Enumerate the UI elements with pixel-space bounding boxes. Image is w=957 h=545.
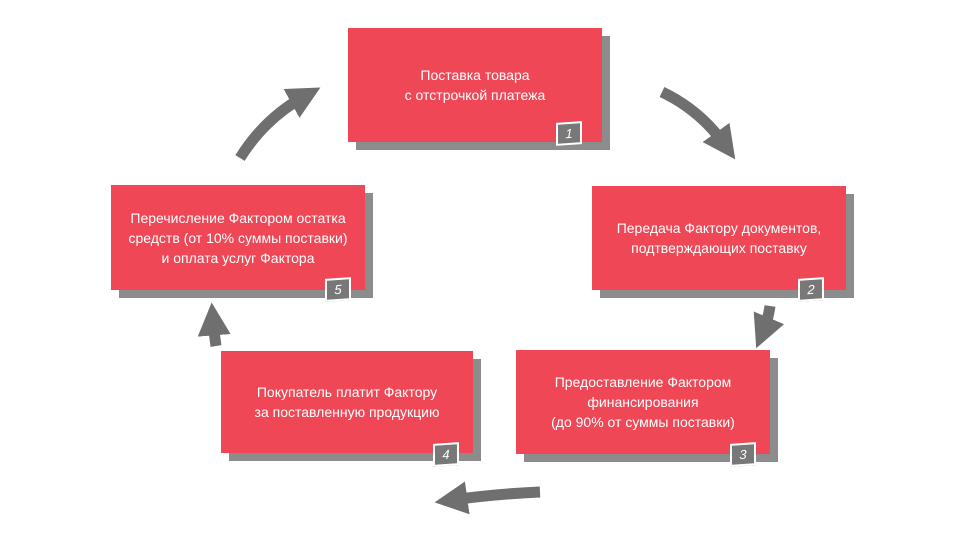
- step-number-badge: 3: [730, 442, 756, 467]
- step-2-block: Передача Фактору документов, подтверждаю…: [592, 186, 854, 302]
- step-box: Покупатель платит Фактору за поставленну…: [221, 351, 473, 453]
- arrow-step5-to-step1: [235, 87, 321, 161]
- step-text: Перечисление Фактором остатка средств (о…: [128, 209, 348, 266]
- step-number-badge: 4: [433, 442, 459, 467]
- step-4-block: Покупатель платит Фактору за поставленну…: [221, 351, 481, 467]
- step-box: Предоставление Фактором финансирования (…: [516, 350, 770, 454]
- step-number-badge: 5: [325, 277, 351, 302]
- step-text: Предоставление Фактором финансирования (…: [551, 374, 735, 430]
- step-3-block: Предоставление Фактором финансирования (…: [516, 350, 778, 467]
- step-text: Передача Фактору документов, подтверждаю…: [616, 220, 822, 256]
- arrow-step2-to-step3: [753, 305, 785, 349]
- step-number-badge: 1: [556, 121, 582, 146]
- step-text: Поставка товара с отстрочкой платежа: [404, 67, 546, 103]
- arrow-step4-to-step5: [197, 302, 231, 347]
- step-box: Перечисление Фактором остатка средств (о…: [111, 185, 365, 290]
- step-box: Передача Фактору документов, подтверждаю…: [592, 186, 846, 290]
- arrow-step1-to-step2: [659, 87, 736, 160]
- step-5-block: Перечисление Фактором остатка средств (о…: [111, 185, 373, 302]
- step-box: Поставка товара с отстрочкой платежа: [348, 28, 602, 142]
- arrow-step3-to-step4: [434, 481, 541, 515]
- step-number-badge: 2: [798, 277, 824, 302]
- step-text: Покупатель платит Фактору за поставленну…: [254, 384, 440, 420]
- step-1-block: Поставка товара с отстрочкой платежа 1: [348, 28, 610, 150]
